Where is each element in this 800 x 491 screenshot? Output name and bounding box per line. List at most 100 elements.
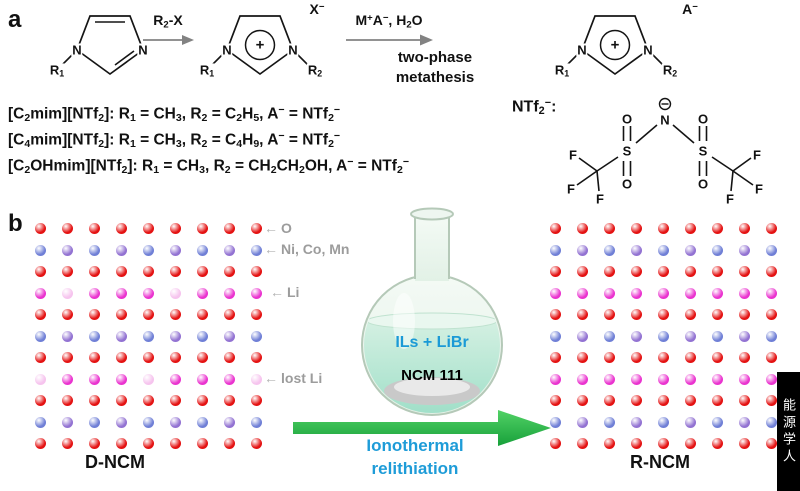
atom-li	[739, 373, 750, 385]
atom-li	[658, 287, 669, 299]
atom-o	[577, 438, 588, 449]
r-ncm-lattice	[550, 223, 800, 453]
atom-o	[739, 266, 750, 277]
atom-li	[170, 373, 181, 385]
nitrogen-label: N	[71, 42, 83, 58]
legend-label-lost-li: lost Li	[281, 370, 323, 386]
legend-label-o: O	[281, 220, 292, 236]
atom-o	[224, 352, 235, 363]
atom-tm	[577, 330, 588, 342]
atom-tm	[170, 330, 181, 342]
atom-tm	[766, 244, 777, 256]
atom-o	[116, 309, 127, 320]
atom-tm	[251, 330, 262, 342]
il-definition-c2mim: [C2mim][NTf2]: R1 = CH3, R2 = C2H5, A− =…	[8, 104, 341, 124]
atom-o	[251, 309, 262, 320]
atom-o	[251, 352, 262, 363]
atom-o	[577, 352, 588, 363]
left-arrow-icon: ←	[270, 284, 284, 300]
imidazolium-x-structure: N N + R1 R2 X−	[198, 1, 325, 86]
atom-o	[116, 438, 127, 449]
atom-o	[224, 266, 235, 277]
atom-li	[35, 287, 46, 299]
atom-o	[658, 309, 669, 320]
a-anion-label: A−	[682, 1, 698, 17]
atom-tm	[739, 330, 750, 342]
atom-o	[89, 309, 100, 320]
left-arrow-icon: ←	[264, 370, 278, 386]
il-definition-c4mim: [C4mim][NTf2]: R1 = CH3, R2 = C4H9, A− =…	[8, 130, 341, 150]
atom-tm	[170, 244, 181, 256]
atom-o	[143, 395, 154, 406]
panel-b-label: b	[8, 210, 23, 237]
atom-tm	[712, 330, 723, 342]
atom-o	[35, 266, 46, 277]
atom-o	[116, 352, 127, 363]
atom-o	[712, 438, 723, 449]
atom-o	[170, 223, 181, 234]
atom-o	[739, 309, 750, 320]
atom-o	[604, 266, 615, 277]
atom-li	[604, 287, 615, 299]
atom-tm	[62, 330, 73, 342]
atom-li	[224, 373, 235, 385]
atom-li	[197, 287, 208, 299]
legend-label-tm: Ni, Co, Mn	[281, 241, 350, 257]
reaction-arrow-1	[143, 35, 194, 45]
atom-li	[577, 373, 588, 385]
atom-tm	[658, 416, 669, 428]
atom-o	[658, 352, 669, 363]
atom-tm	[685, 416, 696, 428]
atom-o	[766, 266, 777, 277]
atom-tm	[170, 416, 181, 428]
atom-tm	[712, 416, 723, 428]
atom-tm	[631, 416, 642, 428]
relithiation-label: relithiation	[371, 459, 459, 478]
atom-tm	[685, 244, 696, 256]
atom-o	[62, 309, 73, 320]
legend-label-li: Li	[287, 284, 300, 300]
atom-o	[143, 438, 154, 449]
atom-tm	[577, 416, 588, 428]
atom-o	[197, 309, 208, 320]
atom-tm	[197, 416, 208, 428]
plus-charge-label: +	[610, 36, 620, 54]
atom-o	[712, 352, 723, 363]
atom-tm	[35, 244, 46, 256]
atom-li	[197, 373, 208, 385]
atom-o	[685, 223, 696, 234]
atom-lost-li	[35, 373, 46, 385]
r-ncm-label: R-NCM	[630, 452, 690, 472]
nitrogen-label: N	[221, 42, 233, 58]
oxygen-label: O	[620, 176, 634, 192]
atom-li	[685, 373, 696, 385]
atom-li	[143, 287, 154, 299]
imidazolium-a-structure: N N + R1 R2 A−	[553, 1, 700, 86]
atom-o	[35, 395, 46, 406]
relithiation-arrow	[293, 410, 551, 446]
oxygen-label: O	[696, 176, 710, 192]
x-anion-label: X−	[309, 1, 325, 17]
panel-a-label: a	[8, 6, 22, 33]
atom-tm	[739, 244, 750, 256]
left-arrow-icon: ←	[264, 220, 278, 236]
atom-tm	[35, 330, 46, 342]
atom-li	[550, 287, 561, 299]
atom-o	[35, 438, 46, 449]
atom-tm	[35, 416, 46, 428]
atom-li	[631, 373, 642, 385]
atom-tm	[224, 416, 235, 428]
atom-tm	[577, 244, 588, 256]
atom-li	[116, 287, 127, 299]
atom-tm	[89, 244, 100, 256]
atom-tm	[685, 330, 696, 342]
atom-o	[658, 395, 669, 406]
atom-o	[631, 309, 642, 320]
atom-lost-li	[62, 287, 73, 299]
atom-tm	[89, 330, 100, 342]
atom-o	[197, 223, 208, 234]
atom-tm	[197, 244, 208, 256]
atom-tm	[658, 244, 669, 256]
atom-o	[739, 352, 750, 363]
atom-o	[62, 395, 73, 406]
